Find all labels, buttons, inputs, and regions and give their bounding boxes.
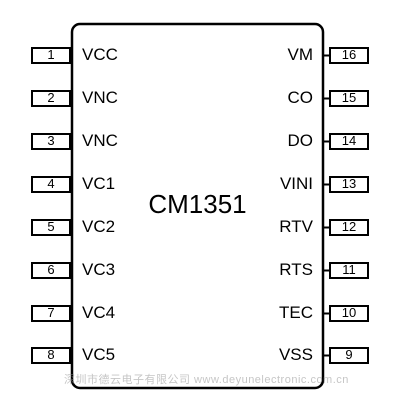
pin-1-label: VCC xyxy=(82,45,118,64)
pin-7-number: 7 xyxy=(31,305,71,322)
pin-2-number: 2 xyxy=(31,90,71,107)
pin-8-label: VC5 xyxy=(82,345,116,364)
pin-12-label: RTV xyxy=(279,217,313,236)
pin-11-number: 11 xyxy=(329,262,369,279)
pin-6-number: 6 xyxy=(31,262,71,279)
watermark-text: 深圳市德云电子有限公司 www.deyunelectronic.com.cn xyxy=(64,374,349,386)
pin-14-label: DO xyxy=(287,131,314,150)
pin-2-label: VNC xyxy=(82,88,118,107)
pin-15-number: 15 xyxy=(329,90,369,107)
pin-11-label: RTS xyxy=(279,260,313,279)
pin-13-number: 13 xyxy=(329,176,369,193)
pin-10-label: TEC xyxy=(279,303,313,322)
pin-7-label: VC4 xyxy=(82,303,116,322)
pin-16-label: VM xyxy=(287,45,314,64)
pin-12-number: 12 xyxy=(329,219,369,236)
pin-1-number: 1 xyxy=(31,47,71,64)
pin-13-label: VINI xyxy=(279,174,313,193)
chip-part-number: CM1351 xyxy=(148,189,247,219)
pin-16-number: 16 xyxy=(329,47,369,64)
pin-6-label: VC3 xyxy=(82,260,116,279)
pin-8-number: 8 xyxy=(31,347,71,364)
pin-3-label: VNC xyxy=(82,131,118,150)
pin-14-number: 14 xyxy=(329,133,369,150)
pin-15-label: CO xyxy=(287,88,314,107)
pin-4-number: 4 xyxy=(31,176,71,193)
pin-9-label: VSS xyxy=(278,345,313,364)
pin-4-label: VC1 xyxy=(82,174,116,193)
pin-3-number: 3 xyxy=(31,133,71,150)
chip-body xyxy=(70,22,325,390)
pin-9-number: 9 xyxy=(329,347,369,364)
pin-5-label: VC2 xyxy=(82,217,116,236)
pin-5-number: 5 xyxy=(31,219,71,236)
pin-10-number: 10 xyxy=(329,305,369,322)
